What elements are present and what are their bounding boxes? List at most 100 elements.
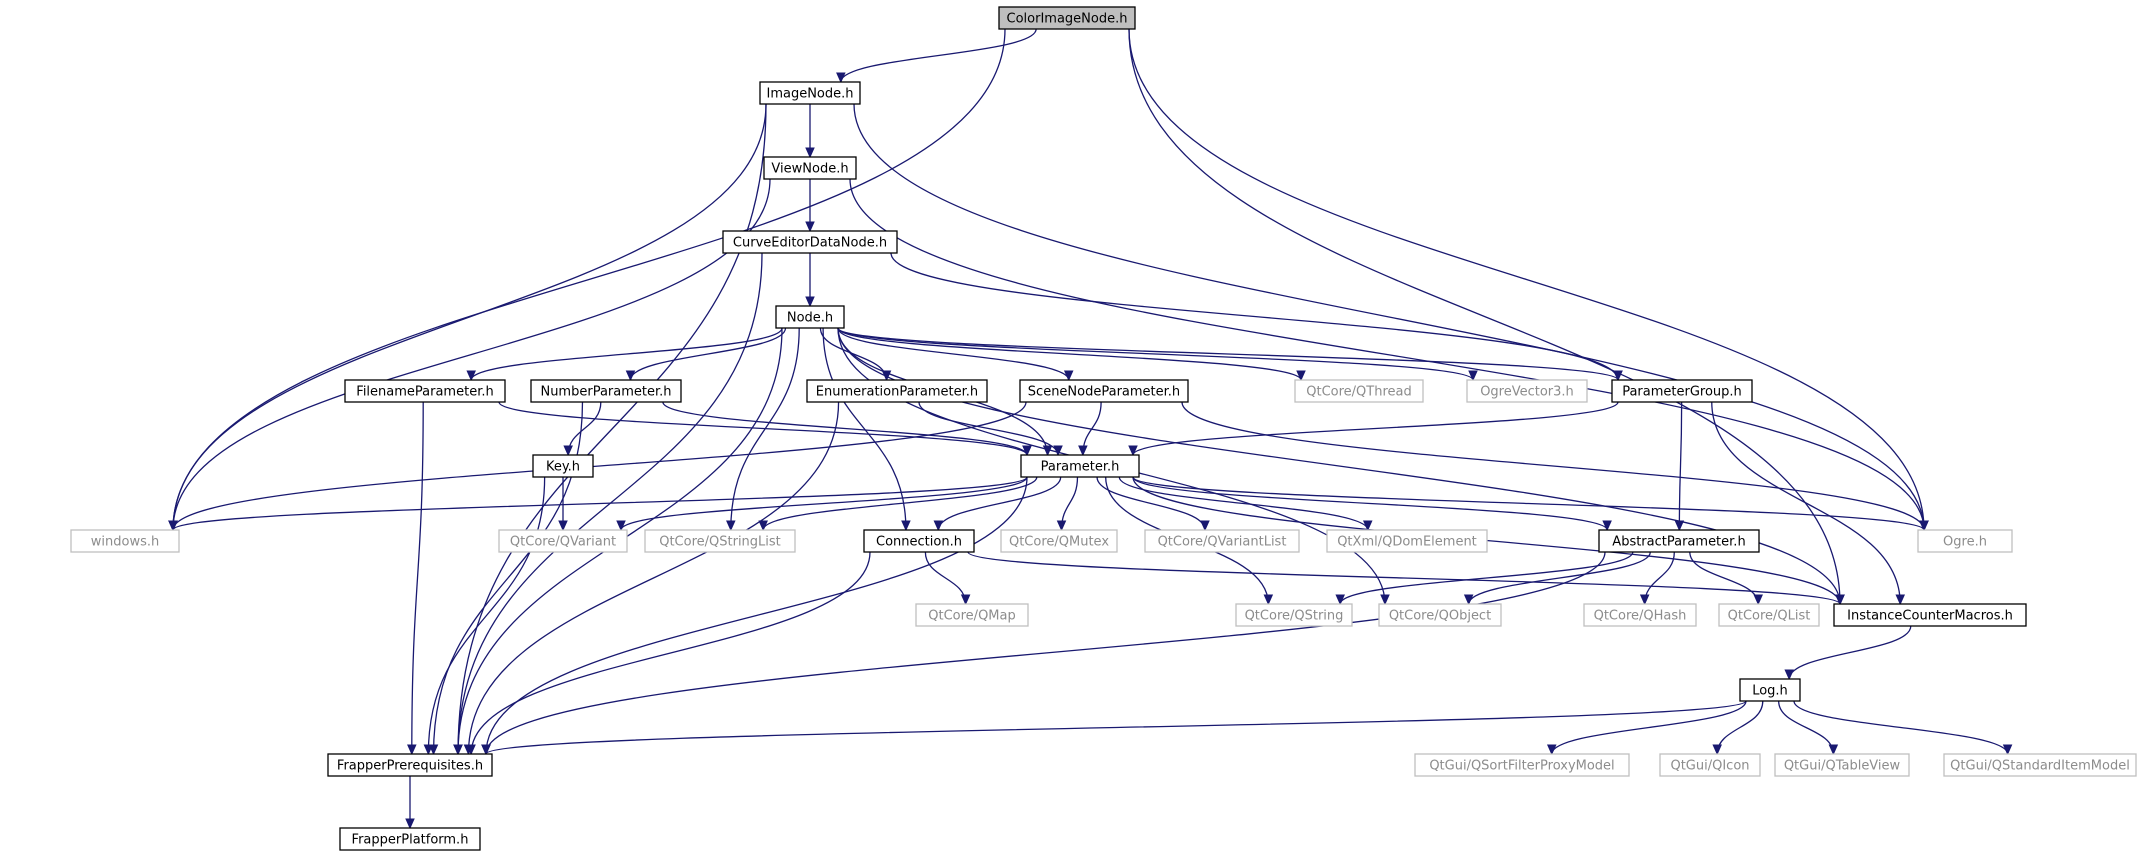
node-label: QtCore/QHash <box>1594 609 1687 624</box>
node-qlist: QtCore/QList <box>1718 603 1820 627</box>
arrowhead <box>1613 370 1623 382</box>
edge-line <box>837 327 1841 605</box>
edge-node-to-scenenodeparameter <box>837 327 1074 382</box>
node-scenenodeparameter[interactable]: SceneNodeParameter.h <box>1019 379 1189 403</box>
node-box <box>759 81 861 105</box>
edge-line <box>837 327 1619 381</box>
arrowhead <box>616 520 626 532</box>
arrowhead <box>805 147 815 159</box>
node-parametergroup[interactable]: ParameterGroup.h <box>1611 379 1753 403</box>
node-box <box>1917 529 2013 553</box>
node-frapperprerequisites[interactable]: FrapperPrerequisites.h <box>327 753 493 777</box>
edge-line <box>620 476 1028 531</box>
edge-line <box>762 476 1038 531</box>
node-ogrevector3: OgreVector3.h <box>1466 379 1588 403</box>
node-label: Connection.h <box>876 535 962 550</box>
arrowhead <box>1828 744 1839 756</box>
arrowhead <box>1078 445 1088 457</box>
edge-line <box>840 28 1037 83</box>
node-parameter[interactable]: Parameter.h <box>1020 454 1140 478</box>
arrowhead <box>726 520 736 532</box>
edge-parametergroup-to-parameter <box>1128 401 1619 457</box>
node-filenameparameter[interactable]: FilenameParameter.h <box>344 379 506 403</box>
arrowhead <box>423 744 434 756</box>
node-label: AbstractParameter.h <box>1612 535 1745 550</box>
node-label: ColorImageNode.h <box>1007 12 1128 27</box>
node-instancecountermacros[interactable]: InstanceCounterMacros.h <box>1833 603 2027 627</box>
node-box <box>763 156 857 180</box>
edge-line <box>837 327 1070 381</box>
edge-node-to-connection <box>822 327 911 532</box>
node-qicon: QtGui/QIcon <box>1659 753 1761 777</box>
node-label: QtCore/QStringList <box>659 535 781 550</box>
arrowhead <box>1263 594 1274 606</box>
node-curveeditordatanode[interactable]: CurveEditorDataNode.h <box>722 230 898 254</box>
edge-parameter-to-qstringlist <box>758 476 1038 532</box>
node-frapperplatform[interactable]: FrapperPlatform.h <box>339 827 481 851</box>
edge-line <box>427 476 546 755</box>
node-box <box>1611 379 1753 403</box>
edge-enumerationparameter-to-parameter <box>918 401 1063 457</box>
node-node[interactable]: Node.h <box>775 305 845 329</box>
node-box <box>1466 379 1588 403</box>
node-qobject: QtCore/QObject <box>1378 603 1502 627</box>
node-viewnode[interactable]: ViewNode.h <box>763 156 857 180</box>
edge-line <box>662 401 1028 456</box>
node-box <box>806 379 988 403</box>
edge-numberparameter-to-key <box>563 401 602 457</box>
edge-connection-to-instancecountermacros <box>967 551 1845 606</box>
edge-line <box>172 103 767 531</box>
edge-line <box>1551 700 1747 755</box>
arrowhead <box>805 221 815 233</box>
arrowhead <box>405 818 415 830</box>
edge-line <box>924 551 967 605</box>
edge-line <box>470 551 871 755</box>
arrowhead <box>453 744 463 756</box>
nodes-layer: ColorImageNode.hImageNode.hViewNode.hCur… <box>70 6 2137 851</box>
node-key[interactable]: Key.h <box>532 454 594 478</box>
edge-abstractparameter-to-qstring <box>1335 551 1634 606</box>
node-log[interactable]: Log.h <box>1739 678 1801 702</box>
node-box <box>1378 603 1502 627</box>
node-label: windows.h <box>91 535 159 550</box>
edge-line <box>629 327 787 381</box>
edge-line <box>1128 28 1841 605</box>
edge-imagenode-to-viewnode <box>805 104 815 159</box>
node-qmutex: QtCore/QMutex <box>1000 529 1118 553</box>
node-imagenode[interactable]: ImageNode.h <box>759 81 861 105</box>
edge-line <box>890 252 1619 381</box>
node-label: QtGui/QSortFilterProxyModel <box>1429 759 1614 774</box>
node-colorimagenode[interactable]: ColorImageNode.h <box>998 6 1136 30</box>
node-abstractparameter[interactable]: AbstractParameter.h <box>1598 529 1760 553</box>
edge-line <box>1468 551 1651 605</box>
node-box <box>1326 529 1488 553</box>
edge-line <box>1793 700 2009 755</box>
node-box <box>1739 678 1801 702</box>
arrowhead <box>1602 520 1612 532</box>
edge-log-to-qsortfilterproxymodel <box>1546 700 1747 756</box>
arrowhead <box>2002 744 2013 756</box>
edge-enumerationparameter-to-frapperprerequisites <box>463 401 840 756</box>
node-label: EnumerationParameter.h <box>816 385 978 400</box>
node-enumerationparameter[interactable]: EnumerationParameter.h <box>806 379 988 403</box>
node-box <box>1833 603 2027 627</box>
node-label: Parameter.h <box>1041 460 1120 475</box>
node-qvariant: QtCore/QVariant <box>498 529 628 553</box>
edge-parameter-to-qvariant <box>616 476 1028 532</box>
node-connection[interactable]: Connection.h <box>863 529 975 553</box>
arrowhead <box>1674 520 1685 532</box>
edge-node-to-parametergroup <box>837 327 1623 382</box>
arrowhead <box>758 520 768 532</box>
arrowhead <box>1919 520 1929 532</box>
edge-instancecountermacros-to-log <box>1784 625 1912 681</box>
edge-node-to-numberparameter <box>625 327 787 382</box>
arrowhead <box>836 72 846 84</box>
node-numberparameter[interactable]: NumberParameter.h <box>530 379 682 403</box>
arrowhead <box>1784 669 1794 681</box>
edge-colorimagenode-to-instancecountermacros <box>1128 28 1845 606</box>
edge-curveeditordatanode-to-parametergroup <box>890 252 1623 382</box>
edge-node-to-ogrevector3 <box>837 327 1478 382</box>
edge-line <box>172 178 771 531</box>
node-box <box>1000 529 1118 553</box>
